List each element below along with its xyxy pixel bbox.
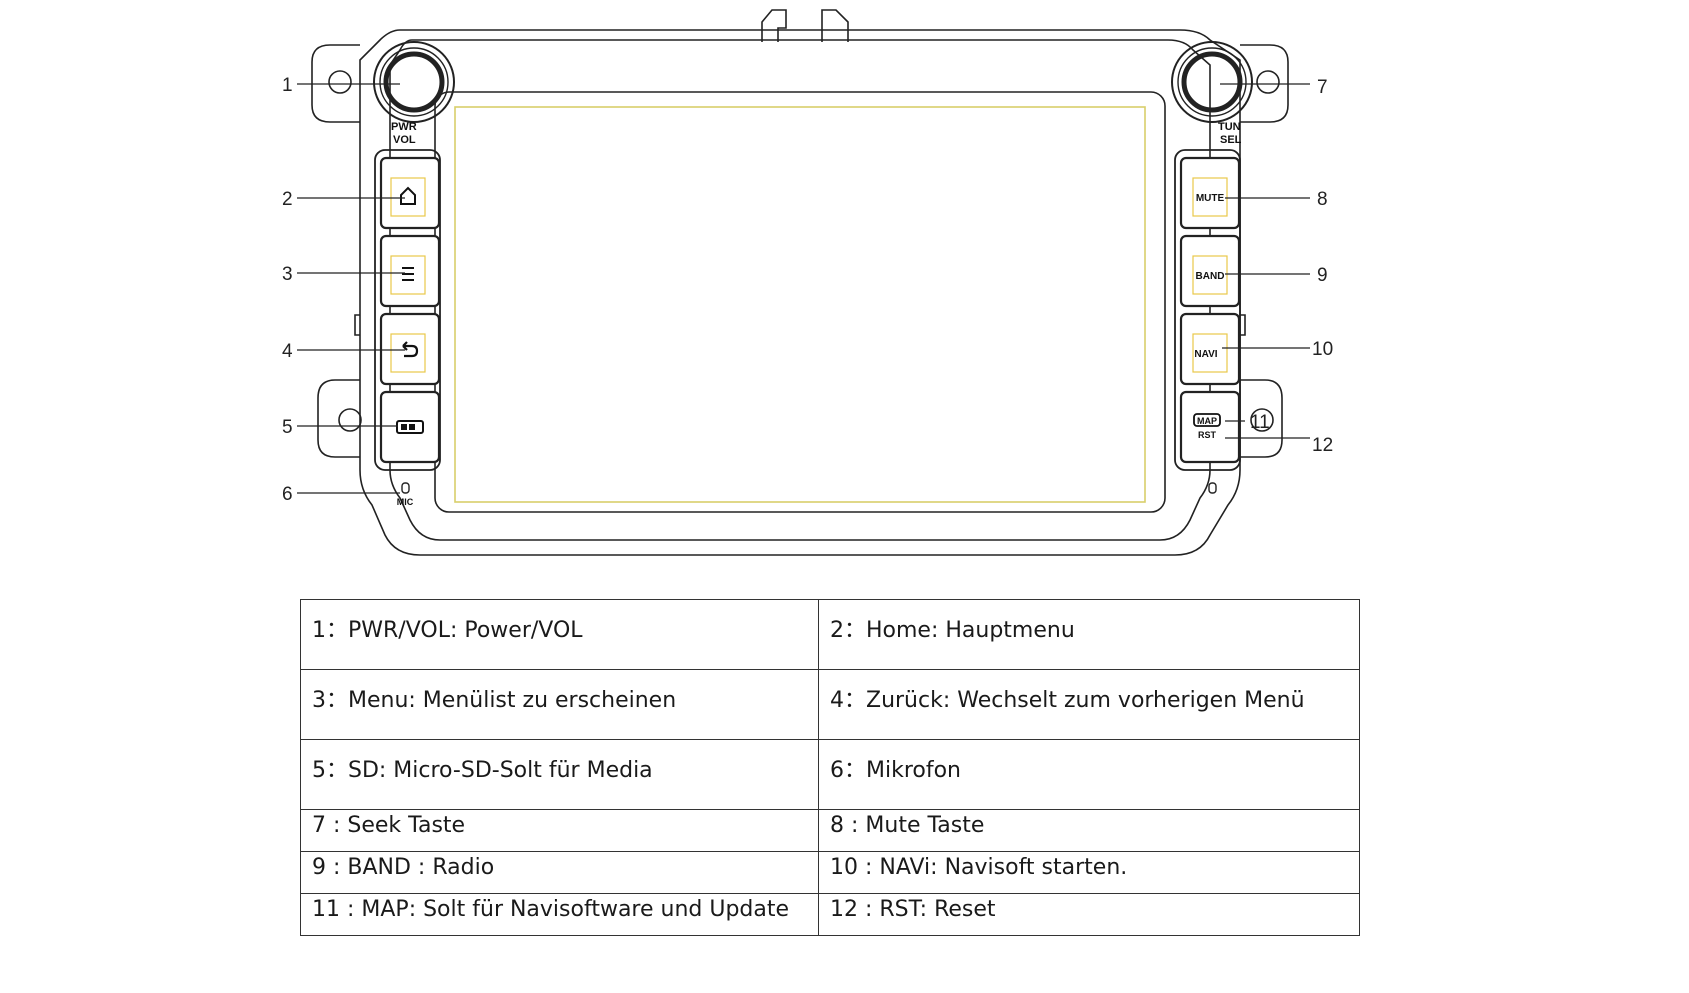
mute-button[interactable] [1179, 156, 1241, 230]
mic-label: MIC [397, 497, 414, 507]
legend-cell: 10 : NAVi: Navisoft starten. [818, 851, 1360, 894]
callout-9: 9 [1317, 265, 1328, 286]
callout-6: 6 [282, 484, 293, 505]
callout-12: 12 [1312, 435, 1333, 456]
callout-11: 11 [1250, 412, 1270, 433]
knob-label-tun: TUN [1218, 121, 1241, 133]
navi-label: NAVI [1194, 349, 1217, 360]
knob-tun-sel[interactable] [1171, 41, 1253, 123]
legend-table: 1：PWR/VOL: Power/VOL 2：Home: Hauptmenu 3… [300, 599, 1360, 936]
legend-cell: 5：SD: Micro-SD-Solt für Media [300, 739, 819, 810]
legend-cell: 2：Home: Hauptmenu [818, 599, 1360, 670]
band-button[interactable] [1179, 234, 1241, 308]
band-label: BAND [1196, 271, 1225, 282]
knob-label-sel: SEL [1220, 134, 1242, 146]
mount-hole-right-top [1256, 70, 1280, 94]
navi-button[interactable] [1179, 312, 1241, 386]
back-arrow-icon [402, 341, 419, 358]
knob-pwr-vol[interactable] [373, 41, 455, 123]
menu-icon [402, 267, 414, 281]
rst-label: RST [1198, 430, 1217, 440]
callout-10: 10 [1312, 339, 1333, 360]
mount-hole-left-bottom [338, 408, 362, 432]
map-label: MAP [1197, 416, 1217, 426]
legend-cell: 12 : RST: Reset [818, 893, 1360, 936]
mount-hole-right-bottom [1250, 408, 1274, 432]
knob-label-pwr: PWR [391, 121, 417, 133]
outer-bezel [359, 29, 1241, 556]
top-clip-right [821, 9, 849, 42]
callout-4: 4 [282, 341, 293, 362]
table-row: 9 : BAND : Radio 10 : NAVi: Navisoft sta… [300, 851, 1360, 894]
back-button[interactable] [379, 312, 441, 386]
legend-cell: 9 : BAND : Radio [300, 851, 819, 894]
callout-2: 2 [282, 189, 293, 210]
callout-8: 8 [1317, 189, 1328, 210]
legend-cell: 8 : Mute Taste [818, 809, 1360, 852]
sd-card-icon [396, 420, 424, 434]
menu-button[interactable] [379, 234, 441, 308]
map-rst-button[interactable] [1179, 390, 1241, 464]
callout-1: 1 [282, 75, 293, 96]
callout-7: 7 [1317, 77, 1328, 98]
knob-label-vol: VOL [393, 134, 416, 146]
legend-cell: 6：Mikrofon [818, 739, 1360, 810]
callout-3: 3 [282, 264, 293, 285]
mic-hole [401, 482, 410, 494]
mount-tab-right-bottom [1240, 379, 1283, 458]
screen [454, 106, 1146, 503]
top-clip-left [761, 9, 787, 42]
map-icon [1193, 413, 1221, 427]
table-row: 5：SD: Micro-SD-Solt für Media 6：Mikrofon [300, 739, 1360, 810]
mute-label: MUTE [1196, 193, 1225, 204]
mount-tab-left-bottom [317, 379, 360, 458]
table-row: 1：PWR/VOL: Power/VOL 2：Home: Hauptmenu [300, 599, 1360, 670]
legend-cell: 1：PWR/VOL: Power/VOL [300, 599, 819, 670]
table-row: 7 : Seek Taste 8 : Mute Taste [300, 809, 1360, 852]
legend-cell: 3：Menu: Menülist zu erscheinen [300, 669, 819, 740]
mount-hole-left-top [328, 70, 352, 94]
right-bottom-hole [1208, 482, 1217, 494]
legend-cell: 4：Zurück: Wechselt zum vorherigen Menü [818, 669, 1360, 740]
table-row: 11 : MAP: Solt für Navisoftware und Upda… [300, 893, 1360, 936]
home-icon [400, 186, 416, 205]
home-button[interactable] [379, 156, 441, 230]
legend-cell: 7 : Seek Taste [300, 809, 819, 852]
callout-5: 5 [282, 417, 293, 438]
device-diagram: PWR VOL TUN SEL MUTE BAND [282, 9, 1333, 556]
legend-cell: 11 : MAP: Solt für Navisoftware und Upda… [300, 893, 819, 936]
table-row: 3：Menu: Menülist zu erscheinen 4：Zurück:… [300, 669, 1360, 740]
